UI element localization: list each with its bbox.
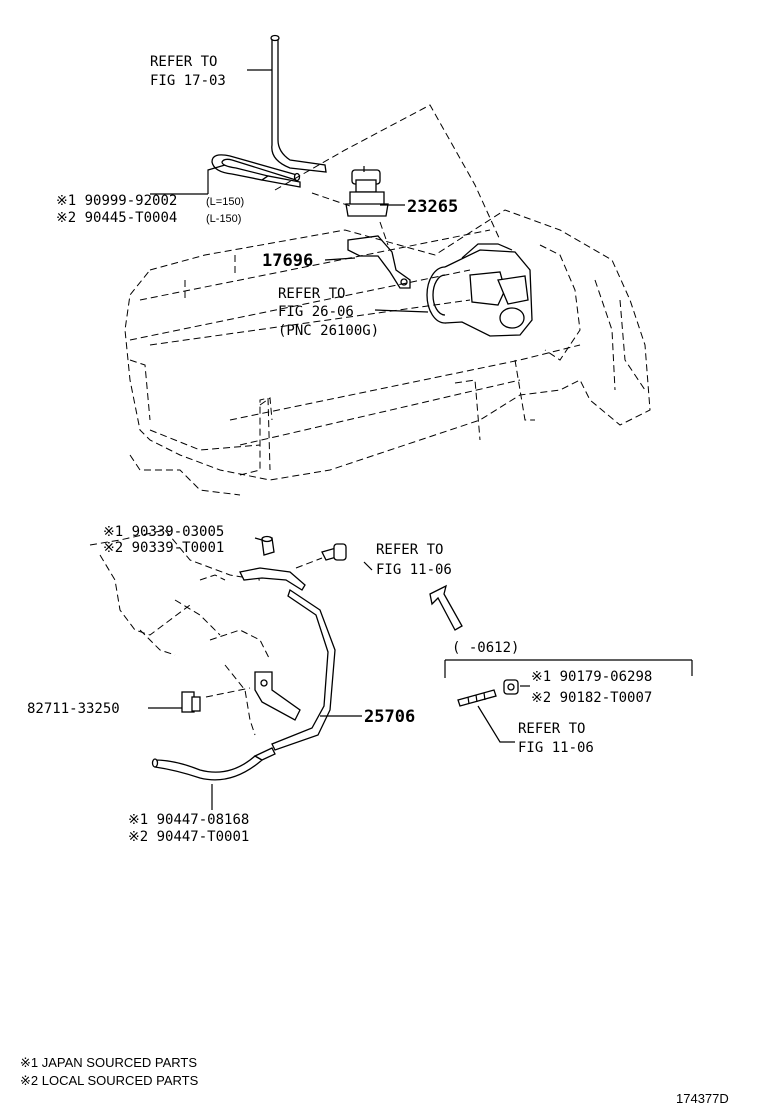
leader-dash <box>311 192 351 207</box>
leader-dash <box>379 221 389 246</box>
lower-engine-outline <box>89 529 271 736</box>
pipe-25706 <box>239 567 336 751</box>
nut-part-number-1: ※1 90179-06298 <box>531 669 652 685</box>
hose-part-number-2: ※2 90445-T0004 <box>56 210 177 226</box>
cap-90339 <box>261 535 275 556</box>
refer-to-label: REFER TO <box>376 542 443 558</box>
engine-outline <box>124 104 651 496</box>
cap-part-number-2: ※2 90339-T0001 <box>103 540 224 556</box>
part-82711-label: 82711-33250 <box>27 701 120 717</box>
hose-90447 <box>151 747 276 781</box>
cap-part-number-1: ※1 90339-03005 <box>103 524 224 540</box>
part-23265-label: 23265 <box>407 197 458 217</box>
nut-part-number-2: ※2 90182-T0007 <box>531 690 652 706</box>
date-range-label: ( -0612) <box>452 640 519 656</box>
fig-11-06-label: FIG 11-06 <box>518 740 594 756</box>
nut <box>503 679 519 695</box>
fig-17-03-label: FIG 17-03 <box>150 73 226 89</box>
vsv-valve-23265 <box>345 166 389 217</box>
bracket-17696 <box>347 235 411 289</box>
figure-id: 174377D <box>676 1091 729 1106</box>
part-17696-label: 17696 <box>262 251 313 271</box>
footnote-japan-sourced: ※1 JAPAN SOURCED PARTS <box>20 1055 197 1070</box>
refer-to-label: REFER TO <box>518 721 585 737</box>
direction-arrow <box>429 584 463 631</box>
stud-bolt <box>457 689 497 707</box>
u-hose <box>211 154 301 188</box>
hose-part-number-1: ※1 90999-92002 <box>56 193 177 209</box>
hose2-part-number-1: ※1 90447-08168 <box>128 812 249 828</box>
clip-82711 <box>181 687 251 713</box>
hose2-part-number-2: ※2 90447-T0001 <box>128 829 249 845</box>
leader-lines <box>148 69 693 810</box>
hose-length-2: (L-150) <box>206 213 241 225</box>
bolt <box>295 543 347 569</box>
fig-26-06-label: FIG 26-06 <box>278 304 354 320</box>
fig-11-06-label: FIG 11-06 <box>376 562 452 578</box>
refer-to-label: REFER TO <box>150 54 217 70</box>
hose-length-1: (L=150) <box>206 196 244 208</box>
footnote-local-sourced: ※2 LOCAL SOURCED PARTS <box>20 1073 199 1088</box>
part-25706-label: 25706 <box>364 707 415 727</box>
refer-to-label: REFER TO <box>278 286 345 302</box>
throttle-body <box>426 243 533 337</box>
upper-vacuum-hose <box>270 34 327 173</box>
pnc-label: (PNC 26100G) <box>278 323 379 339</box>
